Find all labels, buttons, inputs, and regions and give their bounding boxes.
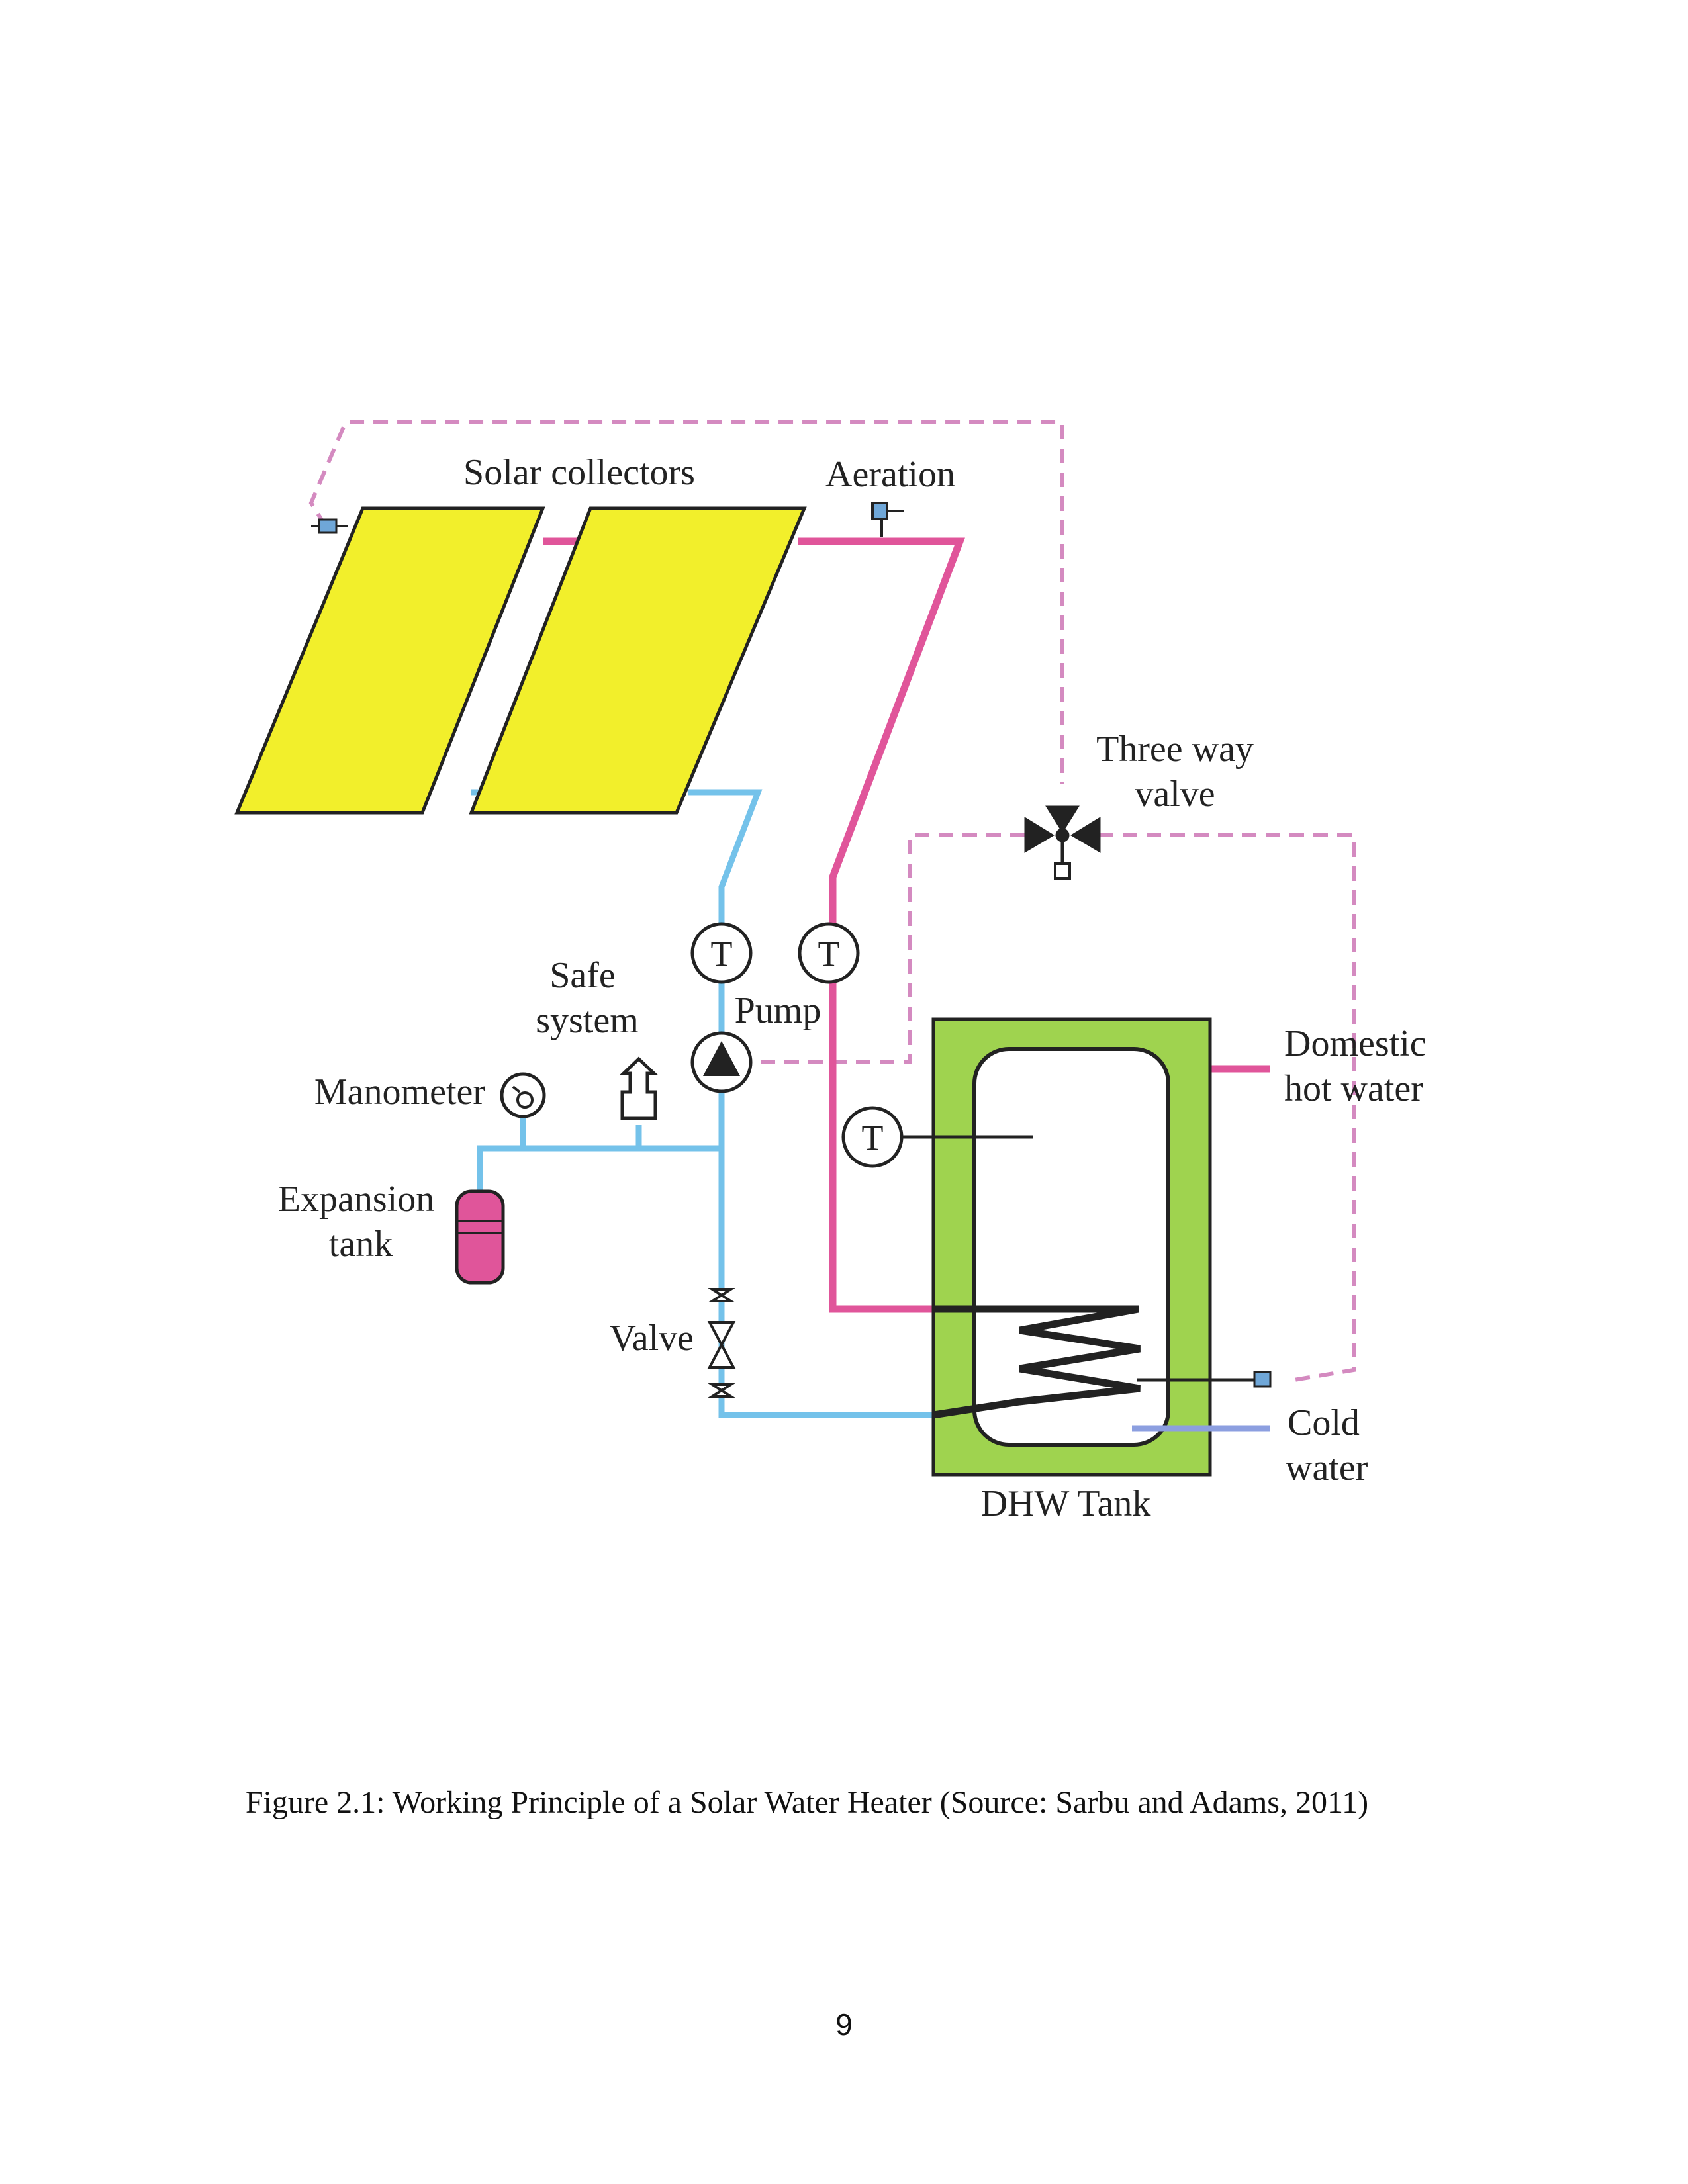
three-way-valve-icon xyxy=(1024,805,1101,880)
control-line-three-way-valve-to-pump xyxy=(751,833,1025,1064)
hot-pipe-collector-outlet xyxy=(798,537,965,1313)
tank-sensor-icon xyxy=(1253,1371,1272,1388)
cold-pipe-return xyxy=(688,789,933,1418)
page-number: 9 xyxy=(835,2007,853,2042)
manometer-icon xyxy=(500,1072,546,1118)
valve-icon xyxy=(707,1288,736,1398)
label-cold-water-line2: water xyxy=(1286,1447,1368,1488)
label-three-way-valve-line2: valve xyxy=(1135,774,1215,815)
temperature-sensor-label: T xyxy=(818,934,840,974)
collector-sensor-icon xyxy=(311,518,348,534)
cold-pipe-safety-branch xyxy=(477,1145,722,1191)
solar-collectors xyxy=(234,506,807,815)
label-aeration: Aeration xyxy=(825,454,955,495)
figure-caption: Figure 2.1: Working Principle of a Solar… xyxy=(245,1785,1369,1820)
pump-icon xyxy=(690,1031,753,1093)
temperature-sensor-label: T xyxy=(862,1118,884,1158)
safety-valve-icon xyxy=(619,1056,659,1120)
diagram-labels: Solar collectors Aeration Three way valv… xyxy=(278,452,1427,1524)
aeration-valve-icon xyxy=(871,502,904,537)
label-expansion-tank-line2: tank xyxy=(329,1224,393,1265)
expansion-tank-icon xyxy=(455,1189,505,1285)
label-pump: Pump xyxy=(735,990,821,1031)
label-manometer: Manometer xyxy=(314,1071,485,1113)
label-three-way-valve-line1: Three way xyxy=(1096,729,1254,770)
label-domestic-hot-water-line1: Domestic xyxy=(1284,1023,1427,1064)
label-expansion-tank-line1: Expansion xyxy=(278,1179,434,1220)
solar-collector-left xyxy=(234,506,545,815)
label-domestic-hot-water-line2: hot water xyxy=(1284,1068,1423,1109)
label-valve: Valve xyxy=(609,1318,694,1359)
label-cold-water-line1: Cold xyxy=(1288,1402,1360,1443)
temperature-sensor-flow: T xyxy=(798,922,860,984)
temperature-sensor-return: T xyxy=(690,922,753,984)
dhw-tank xyxy=(900,1017,1272,1477)
control-lines xyxy=(308,420,1356,1382)
temperature-sensor-tank: T xyxy=(841,1106,904,1168)
control-line-three-way-valve-to-tank-sensor xyxy=(1099,833,1356,1382)
temperature-sensor-label: T xyxy=(711,934,733,974)
label-solar-collectors: Solar collectors xyxy=(463,452,695,493)
label-safe-system-line2: system xyxy=(536,1000,639,1041)
heat-exchanger-coil-icon xyxy=(933,1305,1141,1419)
label-dhw-tank: DHW Tank xyxy=(981,1483,1151,1524)
label-safe-system-line1: Safe xyxy=(549,955,616,996)
solar-collector-right xyxy=(469,506,807,815)
